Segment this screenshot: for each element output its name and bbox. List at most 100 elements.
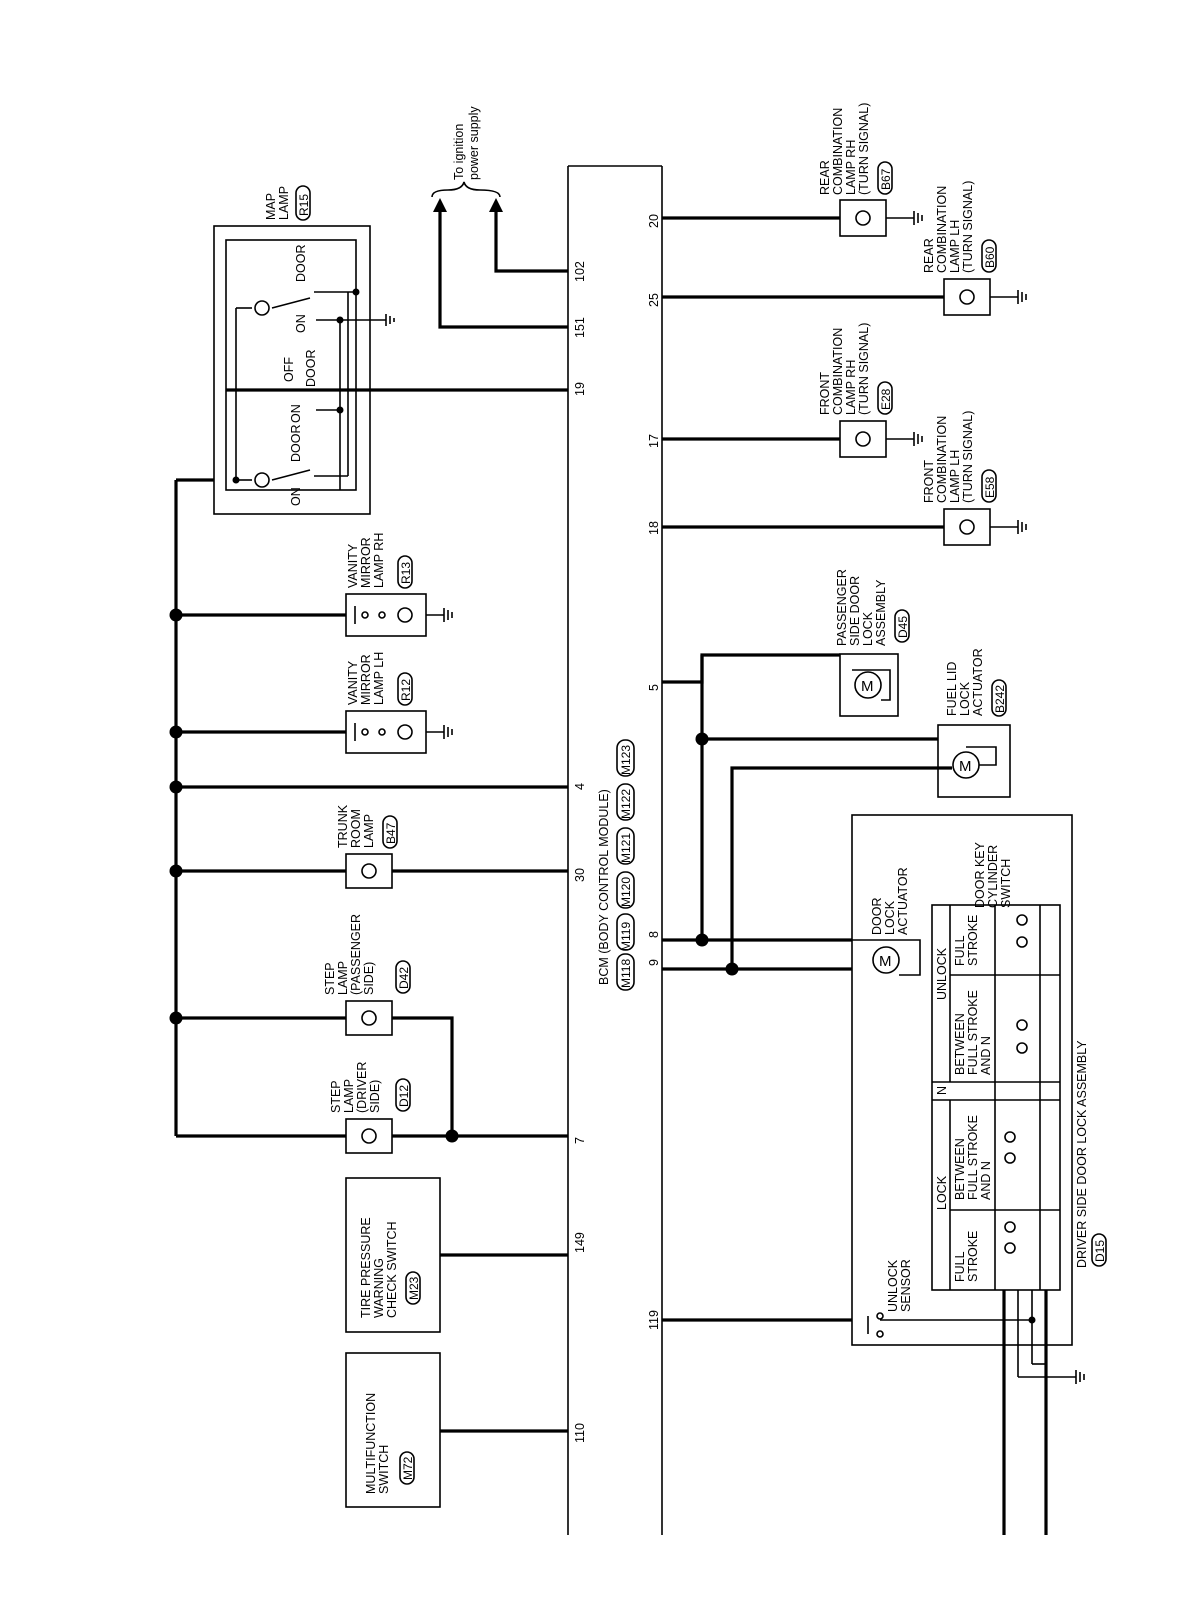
- bcm-module: BCM (BODY CONTROL MODULE) M118 M119 M120…: [567, 165, 663, 1535]
- front-rh-code: E28: [879, 388, 893, 410]
- pin-149: 149: [573, 1232, 587, 1253]
- step-drv-label-4: SIDE): [368, 1080, 382, 1113]
- col-between-unlock-1: BETWEEN: [953, 1013, 967, 1075]
- map-switch-door-2: DOOR: [304, 350, 318, 388]
- fuel-lid-lock-actuator: M FUEL LID LOCK ACTUATOR B242: [702, 648, 1011, 969]
- pin-5: 5: [647, 684, 661, 691]
- pin-25: 25: [647, 293, 661, 307]
- passenger-door-lock-assembly: M PASSENGER SIDE DOOR LOCK ASSEMBLY D45: [662, 569, 910, 717]
- drv-actuator-label-2: LOCK: [883, 900, 897, 935]
- front-rh-label-4: (TURN SIGNAL): [857, 323, 871, 415]
- step-pass-label-2: LAMP: [336, 961, 350, 995]
- pin-30: 30: [573, 868, 587, 882]
- step-pass-code: D42: [397, 967, 411, 989]
- left-pins: 102 151 19 4 30 7 149 110: [573, 261, 587, 1443]
- pin-110: 110: [573, 1423, 587, 1443]
- vanity-lh-label-2: MIRROR: [359, 654, 373, 705]
- map-switch-door-1: DOOR: [294, 245, 308, 283]
- connector-m119: M119: [619, 922, 633, 951]
- unlock-sensor-label-2: SENSOR: [899, 1259, 913, 1312]
- col-full-stroke-lock-2: STROKE: [966, 1231, 980, 1282]
- drv-key-label-2: CYLINDER: [986, 845, 1000, 908]
- rear-lh-code: B60: [983, 246, 997, 268]
- rear-lh-label-2: COMBINATION: [935, 186, 949, 273]
- tire-code: M23: [407, 1276, 421, 1300]
- trunk-room-lamp: TRUNK ROOM LAMP B47: [176, 804, 568, 889]
- pin-151: 151: [573, 317, 587, 338]
- col-between-unlock-2: FULL STROKE: [966, 990, 980, 1075]
- pin-18: 18: [647, 521, 661, 535]
- pin-20: 20: [647, 214, 661, 228]
- drv-actuator-label-3: ACTUATOR: [896, 867, 910, 935]
- rear-combination-lamp-lh: REAR COMBINATION LAMP LH (TURN SIGNAL) B…: [662, 181, 1027, 316]
- vanity-rh-label-1: VANITY: [346, 543, 360, 588]
- right-pins: 20 25 17 18 5 8 9 119: [647, 214, 661, 1330]
- multi-label-2: SWITCH: [377, 1445, 391, 1494]
- front-combination-lamp-lh: FRONT COMBINATION LAMP LH (TURN SIGNAL) …: [662, 411, 1027, 546]
- step-drv-label-1: STEP: [329, 1080, 343, 1113]
- drv-actuator-label-1: DOOR: [870, 898, 884, 936]
- step-drv-label-2: LAMP: [342, 1079, 356, 1113]
- fuel-lid-label-1: FUEL LID: [945, 662, 959, 716]
- pin-119: 119: [647, 1310, 661, 1330]
- pass-door-label-4: ASSEMBLY: [874, 579, 888, 646]
- bcm-connector-list: M118 M119 M120 M121 M122 M123: [619, 745, 633, 988]
- step-pass-label-4: SIDE): [362, 962, 376, 995]
- map-lamp-code: R15: [297, 194, 311, 216]
- trunk-label-1: TRUNK: [336, 804, 350, 848]
- col-full-stroke-unlock-2: STROKE: [966, 915, 980, 966]
- drv-door-code: D15: [1093, 1240, 1107, 1262]
- map-lamp-label-1: MAP: [264, 193, 278, 220]
- motor-icon: M: [959, 758, 972, 775]
- arrow-up-icon: [433, 198, 447, 212]
- drv-key-label-1: DOOR KEY: [973, 841, 987, 908]
- pass-door-label-1: PASSENGER: [835, 569, 849, 646]
- pin-4: 4: [573, 783, 587, 790]
- ignition-label-1: To ignition: [452, 124, 466, 180]
- pin-9: 9: [647, 959, 661, 966]
- multifunction-switch: MULTIFUNCTION SWITCH M72: [345, 1352, 568, 1508]
- connector-m122: M122: [619, 789, 633, 819]
- pin-102: 102: [573, 261, 587, 282]
- table-unlock-header: UNLOCK: [935, 947, 949, 1000]
- tire-label-1: TIRE PRESSURE: [359, 1217, 373, 1318]
- pass-door-code: D45: [896, 616, 910, 638]
- motor-icon: M: [861, 678, 874, 695]
- front-rh-label-2: COMBINATION: [831, 328, 845, 415]
- connector-m123: M123: [619, 745, 633, 775]
- fuel-lid-label-2: LOCK: [958, 681, 972, 716]
- multi-label-1: MULTIFUNCTION: [364, 1393, 378, 1494]
- col-between-lock-3: AND N: [979, 1161, 993, 1200]
- map-switch-on-1: ON: [294, 314, 308, 333]
- bcm-connector-badges: [616, 739, 635, 991]
- col-between-unlock-3: AND N: [979, 1036, 993, 1075]
- front-rh-label-3: LAMP RH: [844, 360, 858, 415]
- tire-label-2: WARNING: [372, 1258, 386, 1318]
- vanity-rh-label-3: LAMP RH: [372, 533, 386, 588]
- map-switch-on-2: ON: [289, 404, 303, 423]
- driver-door-lock-assembly: M DOOR LOCK ACTUATOR DOOR KEY CYLINDER S…: [851, 814, 1107, 1535]
- col-full-stroke-unlock-1: FULL: [953, 935, 967, 966]
- rear-rh-label-1: REAR: [818, 160, 832, 195]
- front-combination-lamp-rh: FRONT COMBINATION LAMP RH (TURN SIGNAL) …: [662, 323, 923, 458]
- rear-combination-lamp-rh: REAR COMBINATION LAMP RH (TURN SIGNAL) B…: [662, 103, 923, 237]
- step-drv-code: D12: [397, 1085, 411, 1107]
- connector-m120: M120: [619, 877, 633, 907]
- col-between-lock-1: BETWEEN: [953, 1138, 967, 1200]
- pin-8: 8: [647, 931, 661, 938]
- rear-rh-code: B67: [879, 168, 893, 190]
- front-lh-label-1: FRONT: [922, 460, 936, 503]
- pass-door-label-2: SIDE DOOR: [848, 576, 862, 646]
- rear-lh-label-1: REAR: [922, 238, 936, 273]
- rear-rh-label-3: LAMP RH: [844, 140, 858, 195]
- rear-rh-label-4: (TURN SIGNAL): [857, 103, 871, 195]
- trunk-label-2: ROOM: [349, 809, 363, 848]
- map-switch-off: OFF: [282, 357, 296, 382]
- rear-lh-label-4: (TURN SIGNAL): [961, 181, 975, 273]
- door-lock-wiring: [662, 655, 852, 1322]
- unlock-sensor-label-1: UNLOCK: [886, 1259, 900, 1312]
- connector-m121: M121: [619, 833, 633, 863]
- step-lamp-driver: STEP LAMP (DRIVER SIDE) D12: [329, 1062, 411, 1154]
- vanity-lh-label-3: LAMP LH: [372, 652, 386, 705]
